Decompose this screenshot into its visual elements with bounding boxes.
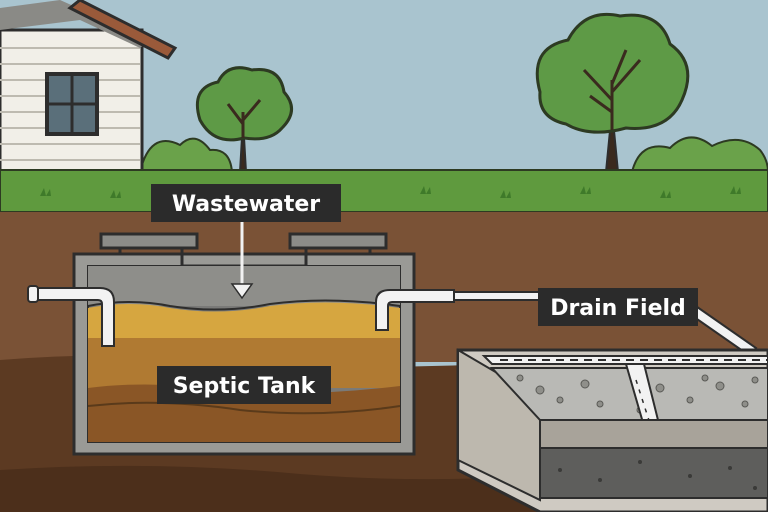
bushes (138, 136, 768, 173)
wastewater-label: Wastewater (151, 184, 341, 222)
tank-lid-left (99, 232, 199, 250)
house-icon (0, 0, 178, 177)
scum-layer (88, 302, 400, 340)
septic-tank (72, 232, 416, 456)
drain-field-label: Drain Field (538, 288, 698, 326)
tank-lid-right (288, 232, 388, 250)
gravel-icon (489, 367, 768, 421)
septic-tank-label: Septic Tank (157, 366, 331, 404)
septic-tank-label-text: Septic Tank (173, 374, 317, 399)
drain-field-label-text: Drain Field (550, 296, 686, 321)
inlet-pipe (27, 285, 115, 347)
grass (0, 169, 768, 213)
outlet-pipe (375, 289, 758, 358)
wastewater-label-text: Wastewater (172, 192, 320, 217)
window (45, 72, 99, 136)
arrow-down-icon (230, 218, 254, 300)
drain-field (456, 348, 768, 512)
